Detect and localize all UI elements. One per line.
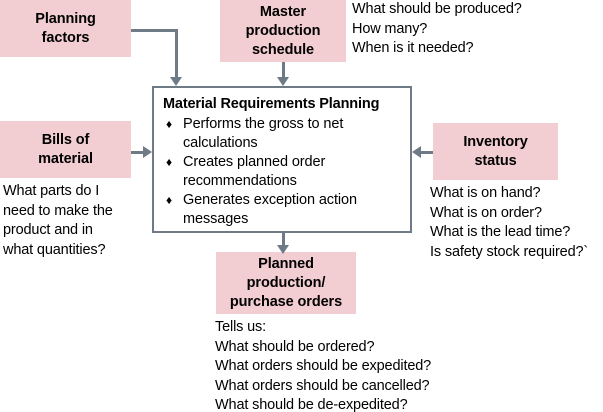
diamond-bullet-icon: ♦ (166, 193, 173, 207)
process-bullet-text: Generates exception action messages (183, 192, 357, 227)
process-bullet-text: Performs the gross to net calculations (183, 116, 344, 151)
box-bills-of-material-label: Bills of material (38, 131, 93, 167)
connector-mps-vertical (282, 62, 285, 78)
process-bullet-item: ♦ Generates exception action messages (163, 191, 401, 228)
process-title: Material Requirements Planning (163, 96, 380, 112)
diamond-bullet-icon: ♦ (166, 155, 173, 169)
process-box-material-requirements-planning[interactable]: Material Requirements Planning ♦ Perform… (152, 86, 412, 233)
box-master-production-schedule[interactable]: Master production schedule (220, 0, 346, 62)
box-inventory-status-label: Inventory status (463, 133, 528, 169)
box-planned-production-purchase-orders-label: Planned production/ purchase orders (229, 255, 343, 310)
process-bullet-text: Creates planned order recommendations (183, 154, 326, 189)
box-master-production-schedule-label: Master production schedule (245, 3, 321, 58)
caption-bills-of-material: What parts do I need to make the product… (3, 183, 113, 258)
arrowhead-bom-to-mrp (143, 146, 152, 158)
box-planned-production-purchase-orders[interactable]: Planned production/ purchase orders (216, 252, 356, 314)
caption-inventory-status: What is on hand? What is on order? What … (430, 185, 589, 260)
box-bills-of-material[interactable]: Bills of material (0, 121, 131, 178)
diamond-bullet-icon: ♦ (166, 117, 173, 131)
arrowhead-planning-factors-to-mrp (170, 77, 182, 86)
connector-inventory-horizontal (419, 151, 433, 154)
box-planning-factors[interactable]: Planning factors (0, 0, 131, 57)
process-bullet-item: ♦ Creates planned order recommendations (163, 153, 401, 190)
caption-master-production-schedule: What should be produced? How many? When … (352, 1, 522, 56)
box-planning-factors-label: Planning factors (35, 10, 96, 46)
connector-planning-factors-horizontal (131, 29, 178, 32)
caption-planned-production-purchase-orders: Tells us: What should be ordered? What o… (215, 319, 432, 412)
arrowhead-mps-to-mrp (277, 77, 289, 86)
arrowhead-mrp-to-planned-orders (277, 245, 289, 254)
process-bullet-item: ♦ Performs the gross to net calculations (163, 115, 401, 152)
box-inventory-status[interactable]: Inventory status (433, 123, 558, 180)
connector-bom-horizontal (131, 151, 145, 154)
arrowhead-inventory-to-mrp (412, 146, 421, 158)
connector-output-vertical (282, 233, 285, 247)
connector-planning-factors-vertical (175, 29, 178, 77)
